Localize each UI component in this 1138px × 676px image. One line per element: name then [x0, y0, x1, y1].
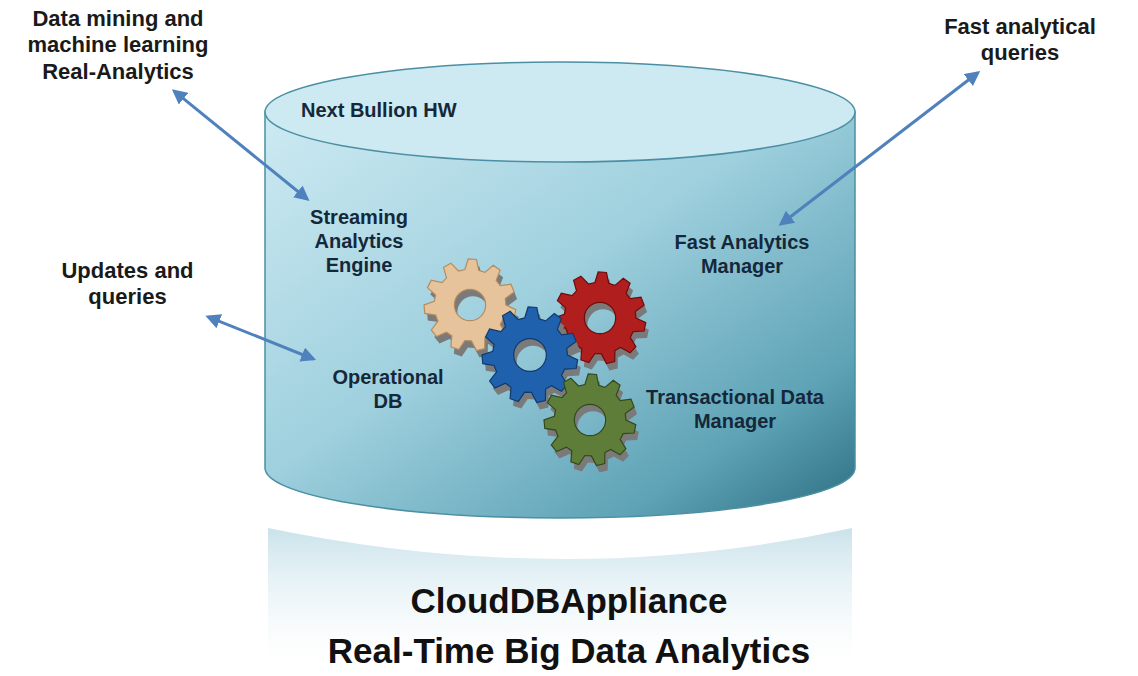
diagram-title: CloudDBAppliance [0, 580, 1138, 622]
node-text: Fast analytical queries [905, 14, 1135, 67]
gear [482, 307, 578, 403]
component-label: Operational DB [318, 365, 458, 413]
node-text: Fast Analytics Manager [652, 230, 832, 278]
gear [544, 374, 636, 466]
cylinder-top [265, 62, 855, 162]
node-text: Operational DB [318, 365, 458, 413]
node-text: Data mining and machine learning Real-An… [5, 6, 231, 85]
heading-wrap: CloudDBAppliance [0, 580, 1138, 622]
double-arrow [174, 91, 307, 199]
node-text: Next Bullion HW [301, 98, 457, 122]
component-label: Streaming Analytics Engine [298, 205, 420, 277]
double-arrow [208, 317, 313, 359]
cylinder-outline [265, 62, 855, 522]
heading-wrap: Real-Time Big Data Analytics [0, 630, 1138, 672]
callout-node: Updates and queries [45, 258, 210, 311]
node-text: Updates and queries [45, 258, 210, 311]
double-arrow [781, 73, 978, 224]
callout-node: Fast analytical queries [905, 14, 1135, 67]
diagram-caption: Real-Time Big Data Analytics [0, 630, 1138, 672]
callout-node: Data mining and machine learning Real-An… [5, 6, 231, 85]
node-text: Streaming Analytics Engine [298, 205, 420, 277]
gear-group [424, 259, 649, 473]
component-label: Transactional Data Manager [645, 385, 825, 433]
component-label: Fast Analytics Manager [652, 230, 832, 278]
appliance-cylinder: Next Bullion HW Streaming Analytics Engin… [265, 62, 855, 522]
cylinder-body [265, 112, 855, 518]
node-text: Transactional Data Manager [645, 385, 825, 433]
